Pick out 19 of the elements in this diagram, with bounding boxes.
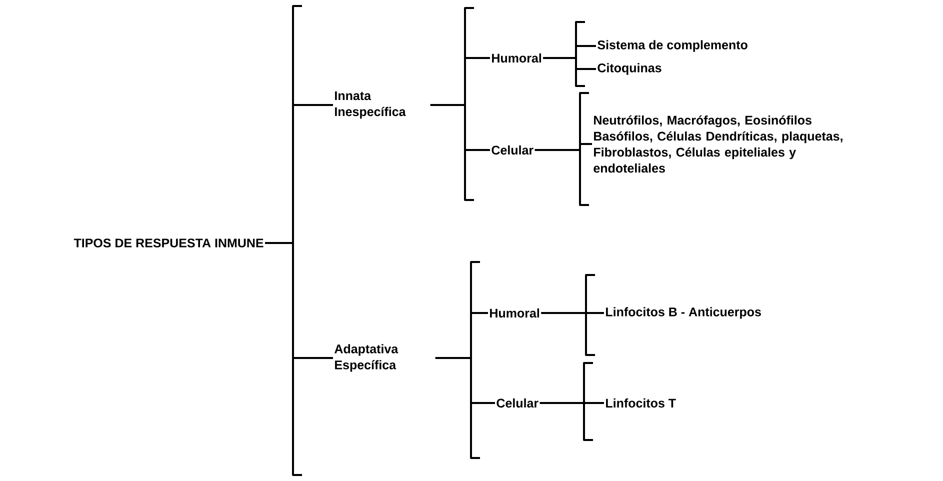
label-text: Sistema de complemento bbox=[598, 40, 748, 52]
brace-connector bbox=[538, 362, 605, 441]
label-text: Neutrófilos, Macrófagos, Eosinófilos Basófilos, Células Dendríticas, plaquetas, Fibroblastos, Células epiteliales y endoteliales bbox=[594, 115, 842, 173]
label-text: Humoral bbox=[492, 53, 542, 63]
brace-connector bbox=[429, 104, 491, 201]
label-text: Humoral bbox=[490, 308, 540, 318]
brace-connector bbox=[434, 357, 496, 459]
label-text: Celular bbox=[496, 398, 538, 408]
brace-connector bbox=[534, 92, 593, 206]
label-text: Linfocitos B - Anticuerpos bbox=[606, 307, 761, 319]
brace-connector bbox=[540, 274, 605, 356]
label-text: Linfocitos T bbox=[606, 398, 676, 408]
label-text: TIPOS DE RESPUESTA INMUNE bbox=[74, 238, 264, 248]
label-text: Adaptativa Específica bbox=[334, 344, 398, 372]
brace-connector bbox=[264, 242, 334, 476]
label-text: Innata Inespecífica bbox=[335, 91, 406, 119]
label-text: Citoquinas bbox=[598, 63, 662, 75]
label-text: Celular bbox=[492, 145, 534, 155]
brace-connector bbox=[542, 57, 597, 87]
